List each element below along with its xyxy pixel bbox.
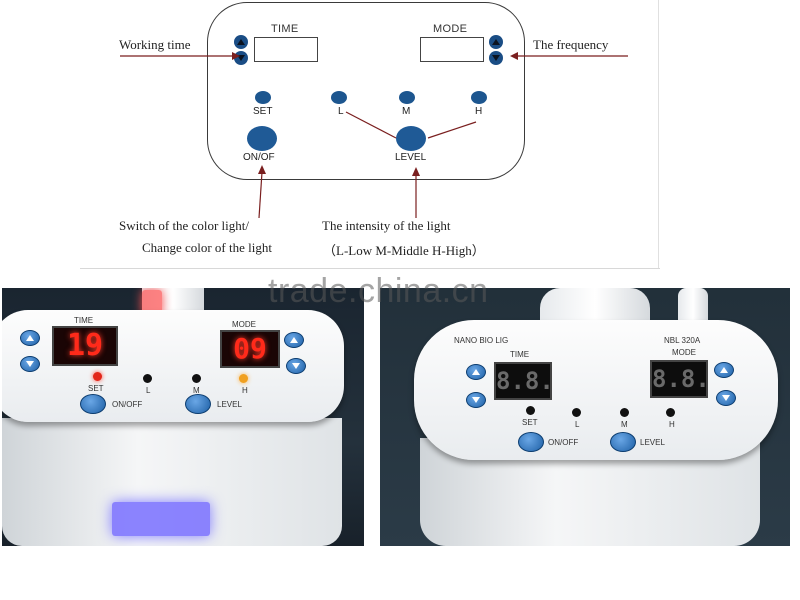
h-label: H	[475, 106, 483, 117]
mode-display	[420, 37, 484, 62]
time-up-button[interactable]	[20, 330, 40, 346]
arrowhead-icon	[258, 165, 266, 174]
h-button[interactable]	[471, 91, 487, 104]
control-console: TIME MODE 19 09 SET L M H ON/OFF LEVEL	[2, 310, 344, 422]
down-arrow-icon	[722, 395, 730, 401]
m-label: M	[402, 106, 411, 117]
mode-label: MODE	[672, 348, 696, 357]
up-arrow-icon	[26, 335, 34, 341]
mode-down-button[interactable]	[286, 358, 306, 374]
mode-up-button[interactable]	[284, 332, 304, 348]
up-arrow-icon[interactable]	[489, 35, 503, 49]
down-arrow-icon	[292, 363, 300, 369]
time-down-button[interactable]	[466, 392, 486, 408]
m-button[interactable]	[399, 91, 415, 104]
level-label: LEVEL	[640, 438, 665, 447]
time-label: TIME	[510, 350, 530, 359]
l-level-line	[345, 111, 397, 139]
h-label: H	[669, 420, 675, 429]
intensity-caption-line2: （L-Low M-Middle H-High）	[323, 243, 485, 258]
m-label: M	[621, 420, 628, 429]
h-label: H	[242, 386, 248, 395]
control-panel-diagram: TIME MODE SET L M H ON/OF LEVEL Working …	[0, 0, 800, 275]
time-display: 19	[52, 326, 118, 366]
level-button[interactable]	[185, 394, 211, 414]
h-indicator	[239, 374, 248, 383]
set-label: SET	[88, 384, 104, 393]
mode-label: MODE	[433, 23, 468, 35]
onoff-label: ON/OFF	[548, 438, 579, 447]
red-glow	[142, 290, 162, 316]
set-label: SET	[522, 418, 538, 427]
l-label: L	[338, 106, 344, 117]
l-button[interactable]	[331, 91, 347, 104]
onoff-button[interactable]	[518, 432, 544, 452]
l-indicator	[143, 374, 152, 383]
mode-up-button[interactable]	[714, 362, 734, 378]
up-arrow-icon	[290, 337, 298, 343]
control-console: NANO BIO LIG NBL 320A TIME MODE 8.8. 8.8…	[414, 320, 778, 460]
device-photo-right: NANO BIO LIG NBL 320A TIME MODE 8.8. 8.8…	[380, 288, 790, 546]
m-indicator	[192, 374, 201, 383]
device-photo-left: TIME MODE 19 09 SET L M H ON/OFF LEVEL	[2, 288, 364, 546]
arrowhead-icon	[412, 167, 420, 176]
model-text: NBL 320A	[664, 336, 701, 345]
h-indicator	[666, 408, 675, 417]
l-label: L	[146, 386, 151, 395]
mode-display: 09	[220, 330, 280, 368]
level-label: LEVEL	[217, 400, 242, 409]
frequency-caption: The frequency	[533, 37, 609, 52]
down-arrow-icon	[472, 397, 480, 403]
brand-text: NANO BIO LIG	[454, 336, 509, 345]
arrowhead-icon	[232, 52, 240, 60]
onoff-label: ON/OFF	[112, 400, 143, 409]
level-button[interactable]	[610, 432, 636, 452]
mode-display: 8.8.	[650, 360, 710, 398]
time-display	[254, 37, 318, 62]
time-arrow-buttons	[234, 35, 250, 67]
time-label: TIME	[74, 316, 94, 325]
working-time-caption: Working time	[119, 37, 191, 52]
set-indicator	[526, 406, 535, 415]
divider	[658, 0, 659, 268]
level-label: LEVEL	[395, 152, 427, 163]
onoff-label: ON/OF	[243, 152, 275, 163]
down-arrow-icon[interactable]	[489, 51, 503, 65]
up-arrow-icon[interactable]	[234, 35, 248, 49]
switch-caption-line2: Change color of the light	[142, 240, 272, 255]
time-up-button[interactable]	[466, 364, 486, 380]
blue-light-window	[112, 502, 210, 536]
level-button[interactable]	[396, 126, 426, 151]
mode-arrow-buttons	[489, 35, 505, 67]
mode-down-button[interactable]	[716, 390, 736, 406]
leader-lines	[120, 52, 628, 219]
switch-caption-line1: Switch of the color light/	[119, 218, 249, 233]
onoff-button[interactable]	[80, 394, 106, 414]
l-label: L	[575, 420, 580, 429]
set-indicator	[93, 372, 102, 381]
m-indicator	[620, 408, 629, 417]
down-arrow-icon[interactable]	[234, 51, 248, 65]
time-label: TIME	[271, 23, 299, 35]
time-display: 8.8.	[494, 362, 554, 400]
h-level-line	[427, 121, 477, 139]
up-arrow-icon	[472, 369, 480, 375]
set-label: SET	[253, 106, 273, 117]
intensity-caption-line1: The intensity of the light	[322, 218, 451, 233]
onoff-button[interactable]	[247, 126, 277, 151]
l-indicator	[572, 408, 581, 417]
time-down-button[interactable]	[20, 356, 40, 372]
down-arrow-icon	[26, 361, 34, 367]
arrowhead-icon	[510, 52, 518, 60]
set-button[interactable]	[255, 91, 271, 104]
up-arrow-icon	[720, 367, 728, 373]
watermark: trade.china.cn	[268, 272, 489, 310]
divider	[80, 268, 660, 269]
onoff-caption-line	[258, 171, 263, 219]
m-label: M	[193, 386, 200, 395]
mode-label: MODE	[232, 320, 256, 329]
